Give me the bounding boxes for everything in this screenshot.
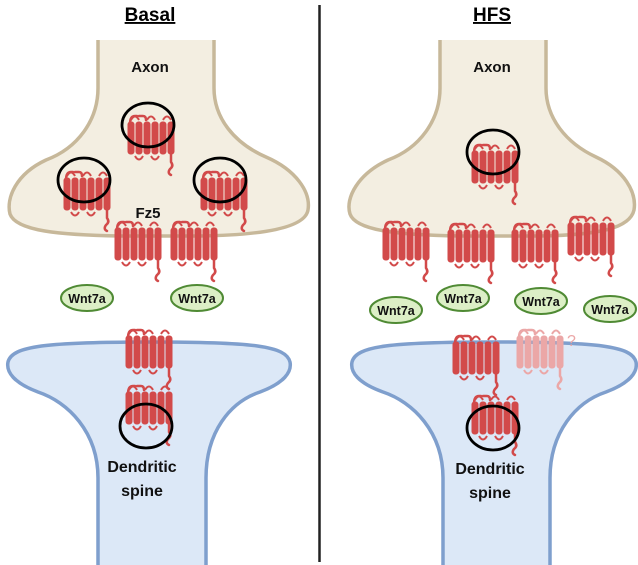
wnt7a-ligand [583,295,637,323]
spine-label-line2: spine [121,483,163,500]
panel-title-hfs: HFS [473,5,511,26]
wnt7a-label: Wnt7a [522,295,561,309]
wnt7a-label: Wnt7a [591,303,630,317]
spine-label-line1: Dendritic [455,461,524,478]
vesicle-circle-icon [465,128,521,176]
fz5-label: Fz5 [135,205,160,222]
vesicle-circle-icon [192,156,248,204]
wnt7a-label: Wnt7a [444,292,483,306]
wnt7a-ligand [436,284,490,312]
vesicle-circle-icon [120,101,176,149]
wnt7a-label: Wnt7a [178,292,217,306]
panel-title-basal: Basal [125,5,176,26]
uncertain-mark: ? [567,333,576,350]
dendritic-spine [5,340,293,565]
wnt7a-ligand [170,284,224,312]
vesicle-circle-icon [465,404,521,452]
dendritic-spine [349,340,638,565]
panel-basal: Basal Axon Fz5 Wnt7a Wnt7a Dendritic spi… [5,5,311,565]
wnt7a-ligand [514,287,568,315]
axon-label: Axon [473,59,511,76]
vesicle-circle-icon [56,156,112,204]
axon-label: Axon [131,59,169,76]
spine-label-line1: Dendritic [107,459,176,476]
wnt7a-ligand [369,296,423,324]
wnt7a-ligand [60,284,114,312]
wnt7a-label: Wnt7a [68,292,107,306]
panel-hfs: HFS Axon Wnt7a Wnt7a Wnt7a Wnt7a ? Dendr… [347,5,638,565]
spine-label-line2: spine [469,485,511,502]
vesicle-circle-icon [118,402,174,450]
wnt7a-label: Wnt7a [377,304,416,318]
